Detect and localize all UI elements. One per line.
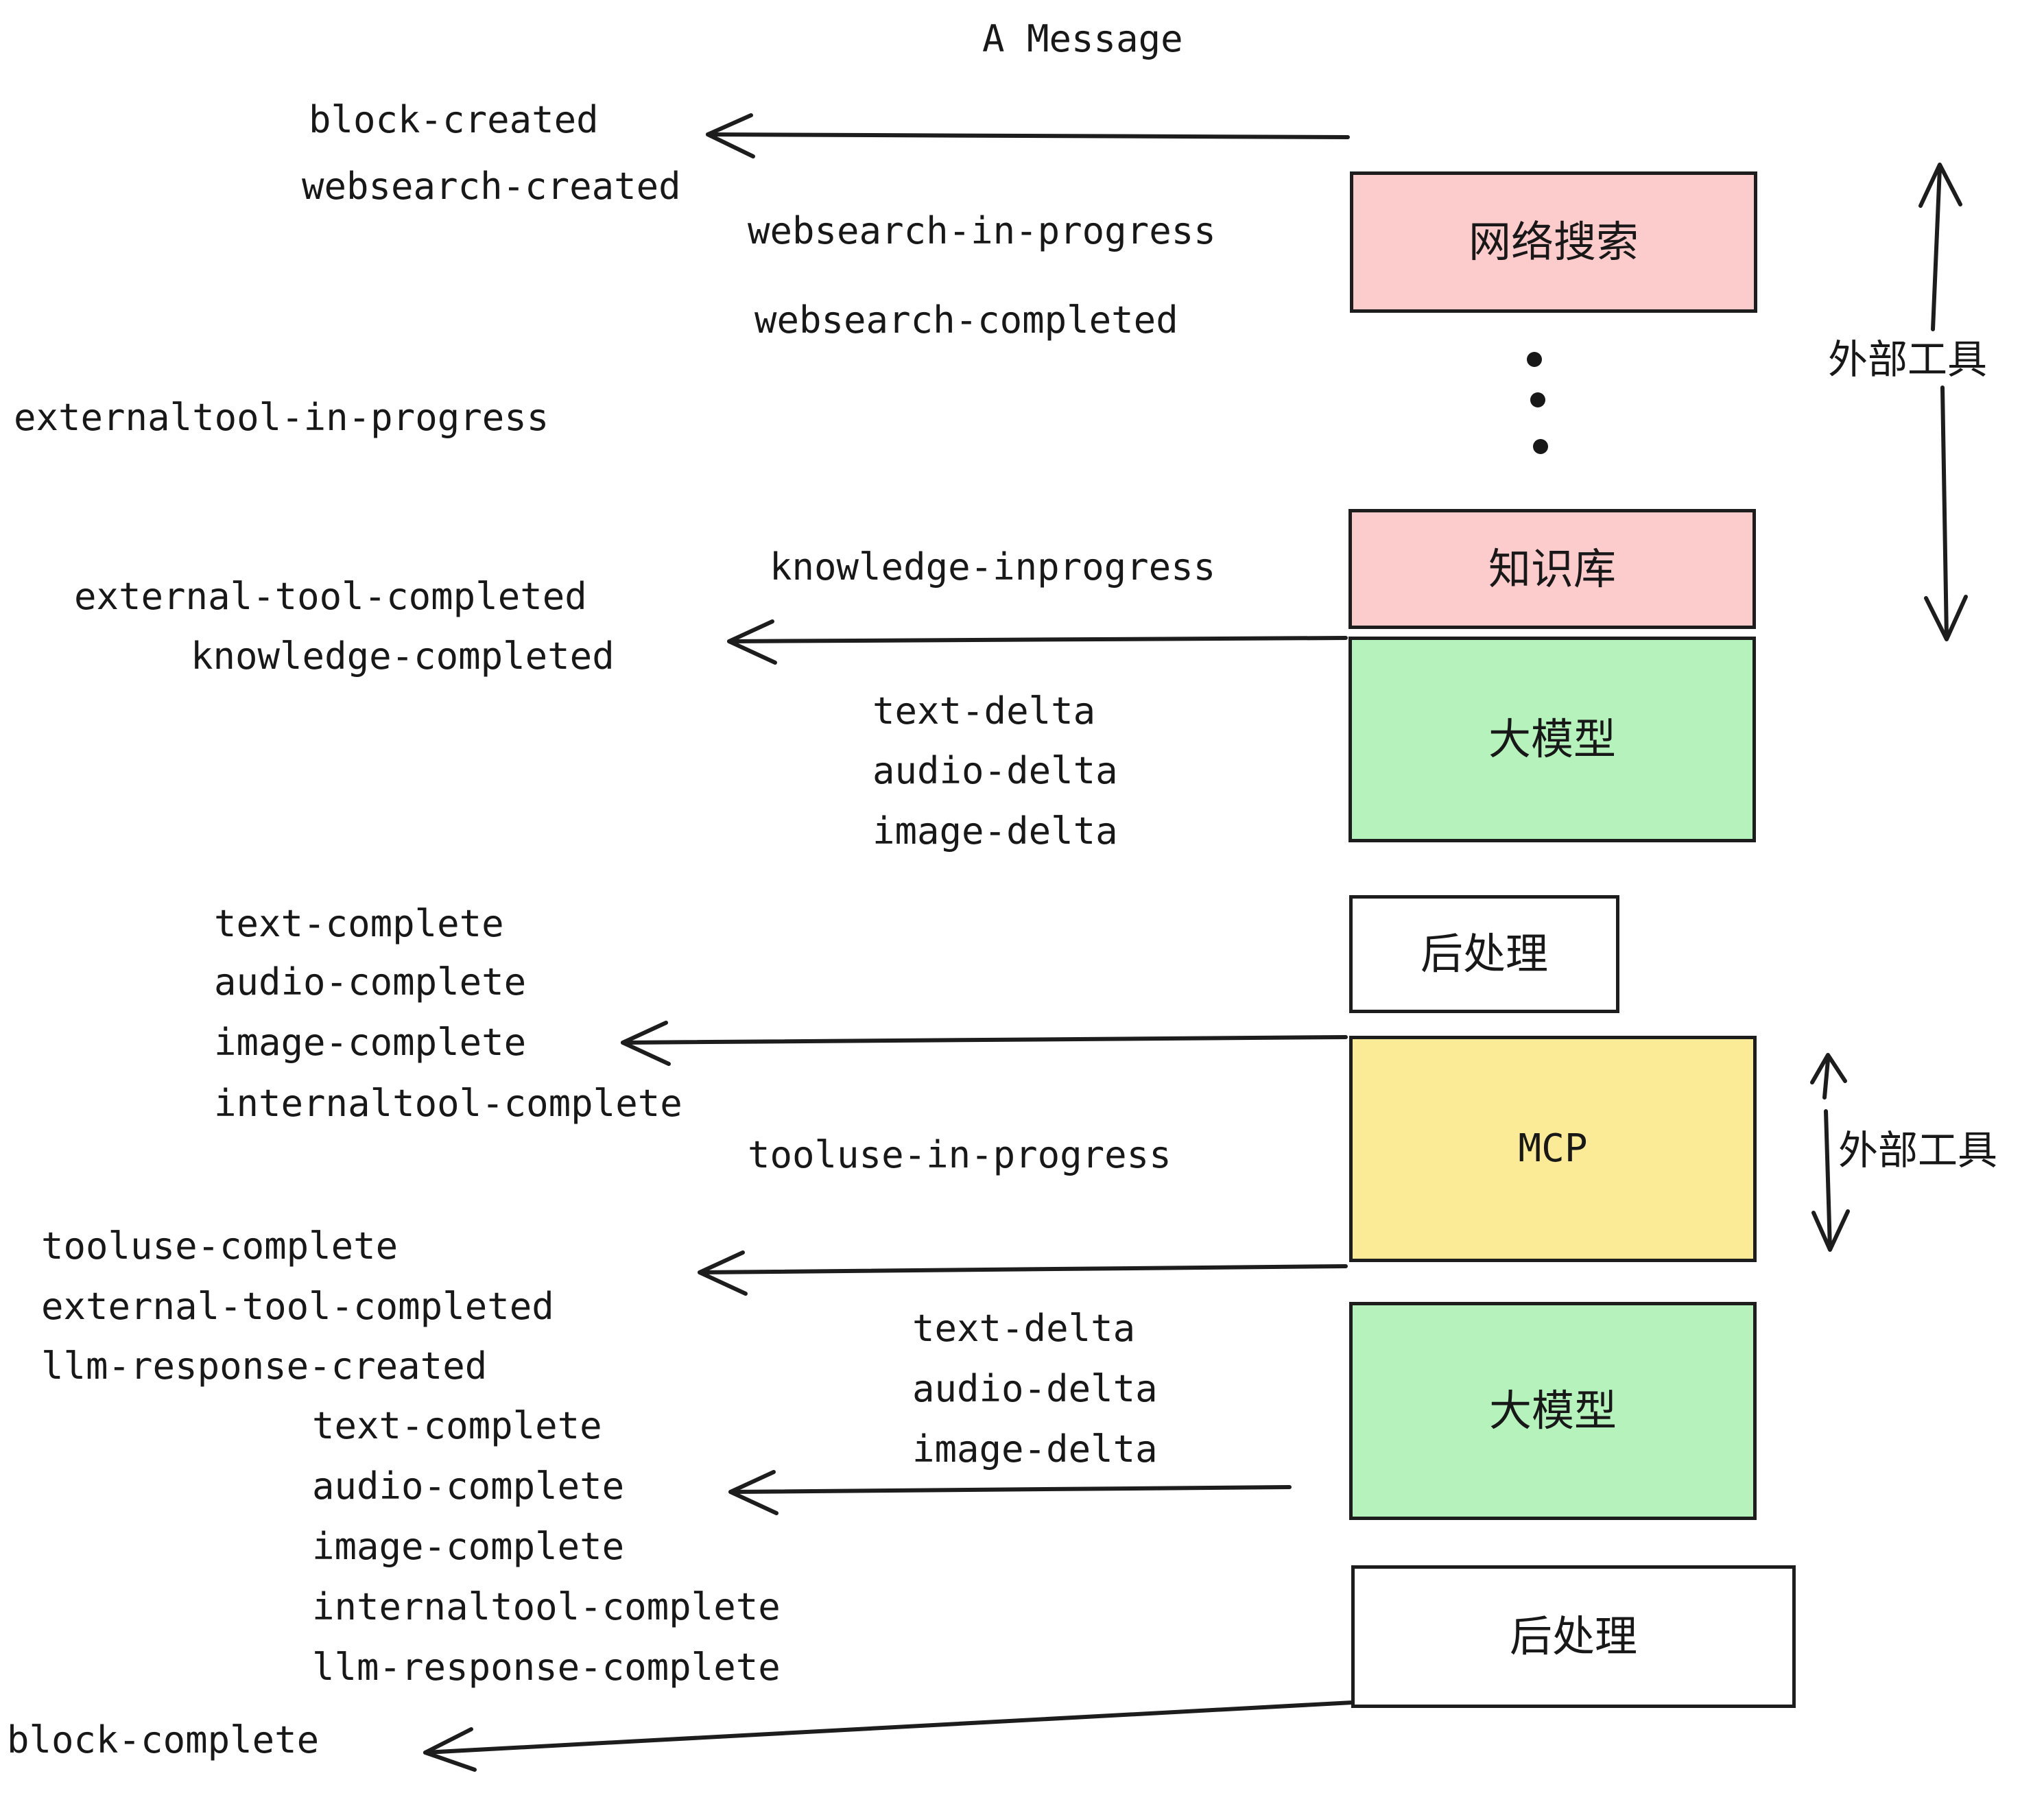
node-box-post-top[interactable]: 后处理 <box>1349 895 1619 1013</box>
arrow-websearch-to-created <box>706 113 1350 158</box>
side-label-external-tool-top: 外部工具 <box>1828 336 1988 383</box>
event-label-internaltool-complete-1: internaltool-complete <box>214 1082 682 1125</box>
event-label-image-complete-2: image-complete <box>312 1525 625 1568</box>
arrow-llm-bottom-to-audio-complete <box>728 1470 1292 1515</box>
event-label-audio-delta-2: audio-delta <box>912 1367 1158 1410</box>
event-label-image-complete-1: image-complete <box>214 1021 527 1064</box>
event-label-block-complete: block-complete <box>7 1718 320 1761</box>
event-label-audio-complete-2: audio-complete <box>312 1464 625 1508</box>
event-label-audio-complete-1: audio-complete <box>214 960 527 1004</box>
event-label-llm-response-created: llm-response-created <box>41 1344 488 1388</box>
side-label-external-tool-bottom: 外部工具 <box>1838 1127 1998 1174</box>
arrow-mcp-to-tooluse-complete <box>698 1250 1348 1296</box>
external-tool-span-arrow-top <box>1918 163 1968 641</box>
node-label-llm-bottom: 大模型 <box>1488 1386 1617 1436</box>
ellipsis-dot-3 <box>1533 439 1548 454</box>
node-label-mcp: MCP <box>1518 1126 1588 1171</box>
event-label-text-delta-1: text-delta <box>872 689 1096 733</box>
event-label-external-tool-completed-2: external-tool-completed <box>41 1285 554 1328</box>
arrow-post-bottom-to-block-complete <box>423 1700 1355 1772</box>
event-label-image-delta-1: image-delta <box>872 809 1118 853</box>
node-label-websearch: 网络搜索 <box>1468 217 1639 267</box>
node-label-knowledge: 知识库 <box>1488 543 1616 594</box>
node-box-knowledge[interactable]: 知识库 <box>1348 509 1756 629</box>
node-label-llm-top: 大模型 <box>1488 714 1616 764</box>
node-box-websearch[interactable]: 网络搜索 <box>1350 171 1757 313</box>
event-label-websearch-completed: websearch-completed <box>754 298 1178 342</box>
event-label-knowledge-inprogress: knowledge-inprogress <box>770 545 1216 589</box>
event-label-block-created: block-created <box>309 98 599 141</box>
node-label-post-bottom: 后处理 <box>1509 1611 1637 1661</box>
event-label-externaltool-in-progress: externaltool-in-progress <box>14 396 549 439</box>
arrow-knowledge-to-completed <box>727 619 1348 665</box>
event-label-text-complete-1: text-complete <box>214 902 504 945</box>
node-label-post-top: 后处理 <box>1420 929 1548 979</box>
ellipsis-dot-2 <box>1530 392 1545 407</box>
event-label-external-tool-completed-1: external-tool-completed <box>74 575 587 618</box>
node-box-llm-top[interactable]: 大模型 <box>1348 637 1756 842</box>
event-label-websearch-created: websearch-created <box>302 165 681 208</box>
ellipsis-dot-1 <box>1527 352 1542 367</box>
event-label-llm-response-complete: llm-response-complete <box>312 1646 781 1689</box>
event-label-knowledge-completed: knowledge-completed <box>191 634 615 678</box>
event-label-tooluse-complete: tooluse-complete <box>41 1224 399 1268</box>
node-box-mcp[interactable]: MCP <box>1349 1036 1757 1262</box>
arrow-post-top-to-image-complete <box>621 1021 1348 1066</box>
node-box-post-bottom[interactable]: 后处理 <box>1351 1565 1796 1708</box>
node-box-llm-bottom[interactable]: 大模型 <box>1349 1302 1757 1520</box>
event-label-audio-delta-1: audio-delta <box>872 749 1118 792</box>
diagram-title: A Message <box>982 17 1183 60</box>
event-label-internaltool-complete-2: internaltool-complete <box>312 1585 781 1628</box>
event-label-websearch-in-progress: websearch-in-progress <box>748 209 1216 252</box>
event-label-image-delta-2: image-delta <box>912 1427 1158 1471</box>
event-label-text-delta-2: text-delta <box>912 1307 1136 1350</box>
event-label-text-complete-2: text-complete <box>312 1404 602 1447</box>
event-label-tooluse-in-progress: tooluse-in-progress <box>748 1133 1172 1176</box>
